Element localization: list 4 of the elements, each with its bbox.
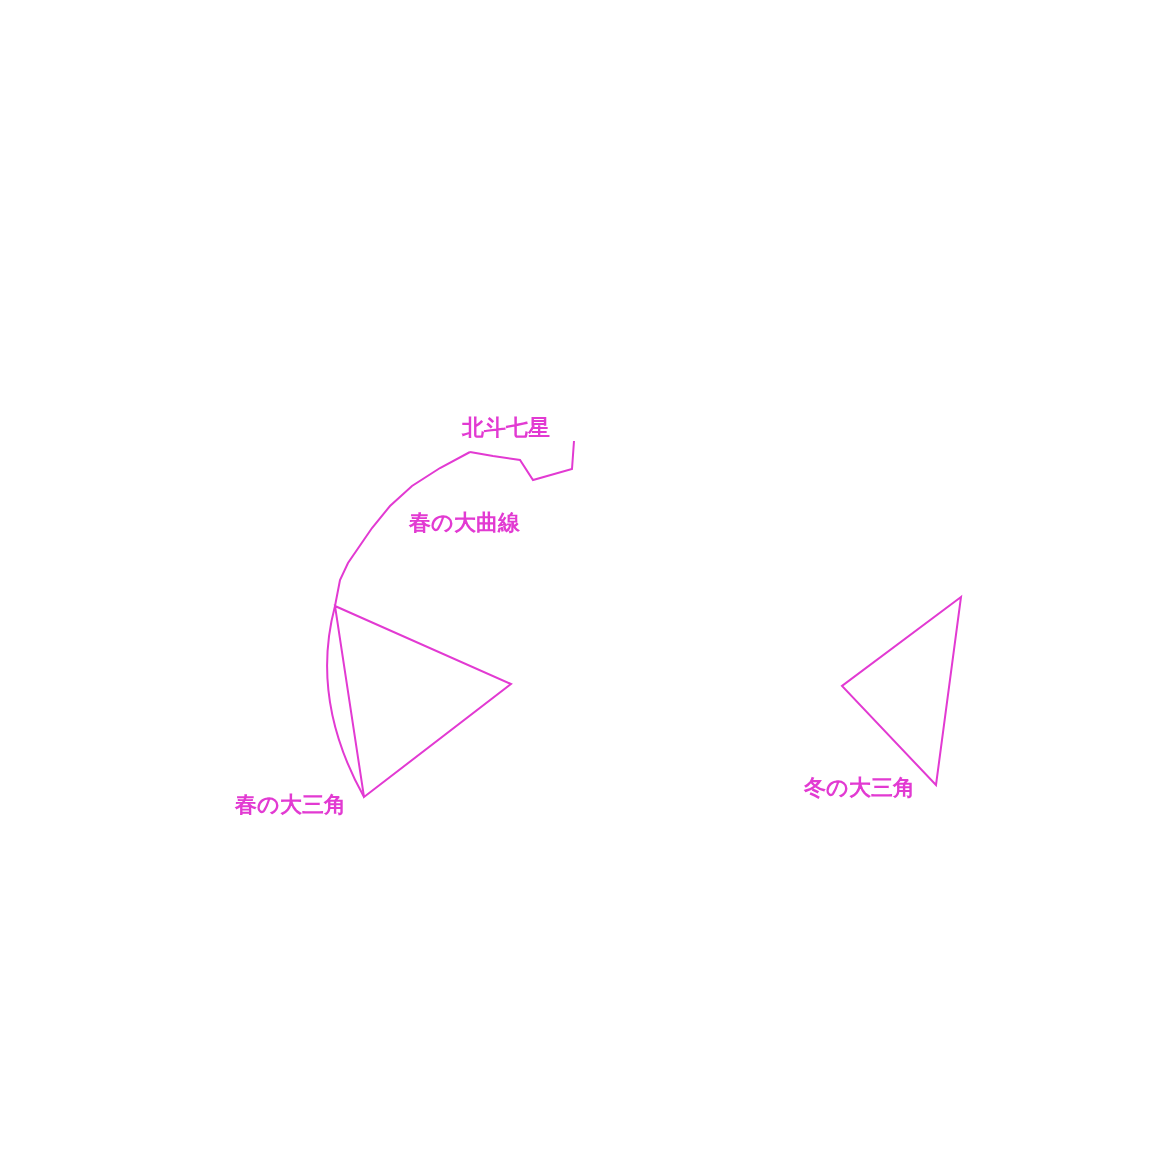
asterism-label: 北斗七星 (462, 416, 550, 438)
asterism-label: 春の大曲線 (408, 511, 520, 533)
asterism-label: 冬の大三角 (803, 776, 915, 798)
asterism-label: 春の大三角 (234, 793, 346, 815)
